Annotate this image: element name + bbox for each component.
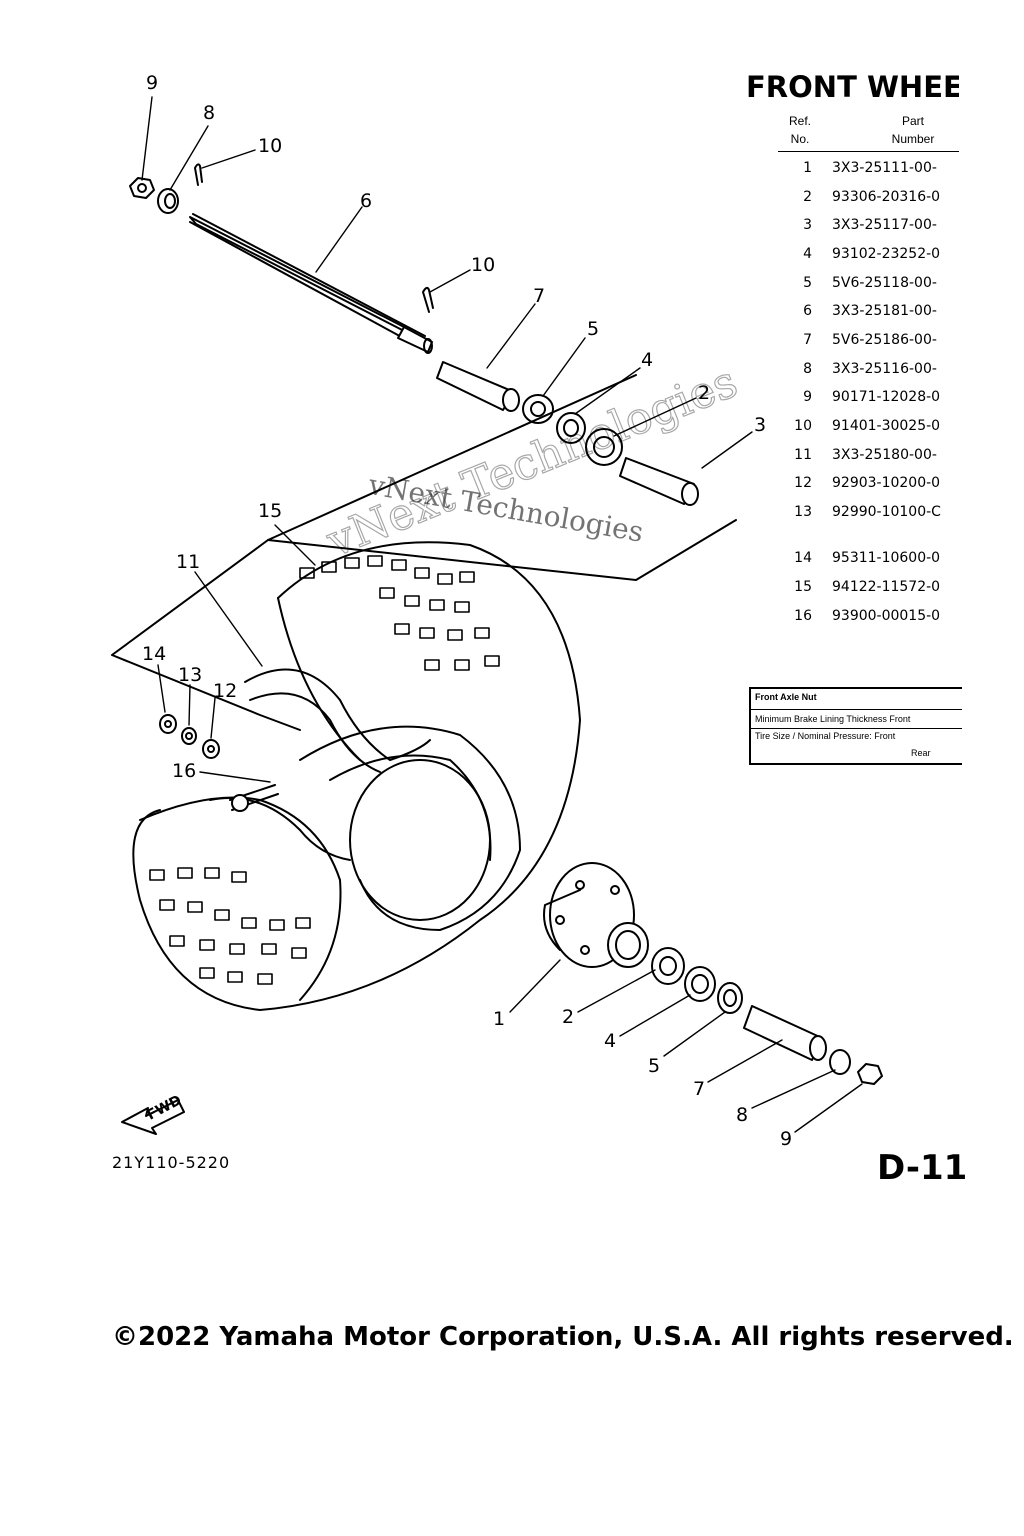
part-number: 3X3-25180-00- bbox=[832, 447, 937, 463]
wheel-hub bbox=[543, 862, 649, 968]
part-number: 95311-10600-0 bbox=[832, 550, 941, 566]
callout-15: 15 bbox=[258, 500, 283, 522]
callout-9: 9 bbox=[780, 1128, 793, 1150]
spec-divider bbox=[751, 728, 962, 729]
part-number: 3X3-25116-00- bbox=[832, 361, 937, 377]
axle-shaft bbox=[189, 213, 433, 354]
part-number: 93306-20316-0 bbox=[832, 189, 941, 205]
collar-top bbox=[157, 188, 179, 214]
table-header-ref: Ref. No. bbox=[782, 112, 818, 148]
drawing-code: 21Y110-5220 bbox=[112, 1153, 231, 1172]
part-ref: 2 bbox=[803, 189, 812, 205]
part-ref: 11 bbox=[794, 447, 812, 463]
header-number-label: Number bbox=[891, 132, 935, 146]
part-number: 92903-10200-0 bbox=[832, 475, 941, 491]
header-part-label: Part bbox=[901, 114, 924, 128]
callout-8: 8 bbox=[203, 102, 216, 124]
callout-4: 4 bbox=[641, 349, 654, 371]
table-header-part: Part Number bbox=[878, 112, 948, 148]
callout-1: 1 bbox=[493, 1008, 506, 1030]
part-ref: 12 bbox=[794, 475, 812, 491]
callout-5: 5 bbox=[587, 318, 600, 340]
part-ref: 3 bbox=[803, 217, 812, 233]
part-ref: 5 bbox=[803, 275, 812, 291]
callout-10: 10 bbox=[258, 135, 283, 157]
part-number: 3X3-25181-00- bbox=[832, 303, 937, 319]
callout-7: 7 bbox=[533, 285, 546, 307]
spacer-upper bbox=[436, 361, 520, 412]
callout-2: 2 bbox=[698, 382, 711, 404]
header-no-label: No. bbox=[790, 132, 810, 146]
part-number: 3X3-25117-00- bbox=[832, 217, 937, 233]
part-ref: 4 bbox=[803, 246, 812, 262]
callout-9: 9 bbox=[146, 72, 159, 94]
page-code: D-11 bbox=[877, 1148, 968, 1188]
part-number: 93900-00015-0 bbox=[832, 608, 941, 624]
part-ref: 7 bbox=[803, 332, 812, 348]
callout-10: 10 bbox=[471, 254, 496, 276]
part-ref: 16 bbox=[794, 608, 812, 624]
callout-11: 11 bbox=[176, 551, 201, 573]
spec-brake: Minimum Brake Lining Thickness Front bbox=[755, 714, 911, 724]
callout-13: 13 bbox=[178, 664, 203, 686]
parts-list: 1 3X3-25111-00- 2 93306-20316-0 3 3X3-25117-0… bbox=[780, 160, 960, 630]
copyright-notice: ©2022 Yamaha Motor Corporation, U.S.A. A… bbox=[112, 1322, 1014, 1352]
part-number: 3X3-25111-00- bbox=[832, 160, 937, 176]
part-number: 5V6-25118-00- bbox=[832, 275, 937, 291]
part-ref: 8 bbox=[803, 361, 812, 377]
callout-3: 3 bbox=[754, 414, 767, 436]
callout-6: 6 bbox=[360, 190, 373, 212]
part-number: 92990-10100-C bbox=[832, 504, 941, 520]
callout-2: 2 bbox=[562, 1006, 575, 1028]
page-title: FRONT WHEE bbox=[746, 70, 959, 104]
part-number: 91401-30025-0 bbox=[832, 418, 941, 434]
callout-8: 8 bbox=[736, 1104, 749, 1126]
part-ref: 14 bbox=[794, 550, 812, 566]
table-divider bbox=[778, 151, 959, 152]
spec-tire: Tire Size / Nominal Pressure: Front bbox=[755, 731, 896, 741]
callout-5: 5 bbox=[648, 1055, 661, 1077]
callout-16: 16 bbox=[172, 760, 197, 782]
callout-4: 4 bbox=[604, 1030, 617, 1052]
tire-body bbox=[132, 541, 581, 1011]
part-number: 93102-23252-0 bbox=[832, 246, 941, 262]
fwd-arrow-icon bbox=[121, 1099, 185, 1135]
part-number: 5V6-25186-00- bbox=[832, 332, 937, 348]
part-ref: 15 bbox=[794, 579, 812, 595]
part-ref: 9 bbox=[803, 389, 812, 405]
part-number: 90171-12028-0 bbox=[832, 389, 941, 405]
spec-axle-nut: Front Axle Nut bbox=[755, 692, 817, 702]
callout-14: 14 bbox=[142, 643, 167, 665]
spec-divider bbox=[751, 709, 962, 710]
part-ref: 1 bbox=[803, 160, 812, 176]
callout-12: 12 bbox=[213, 680, 238, 702]
spec-rear: Rear bbox=[911, 748, 931, 758]
part-ref: 6 bbox=[803, 303, 812, 319]
part-number: 94122-11572-0 bbox=[832, 579, 941, 595]
header-ref-label: Ref. bbox=[788, 114, 811, 128]
part-ref: 13 bbox=[794, 504, 812, 520]
spec-box: Front Axle Nut Minimum Brake Lining Thic… bbox=[749, 687, 962, 765]
part-ref: 10 bbox=[794, 418, 812, 434]
callout-7: 7 bbox=[693, 1078, 706, 1100]
axle-nut-top bbox=[129, 177, 155, 199]
